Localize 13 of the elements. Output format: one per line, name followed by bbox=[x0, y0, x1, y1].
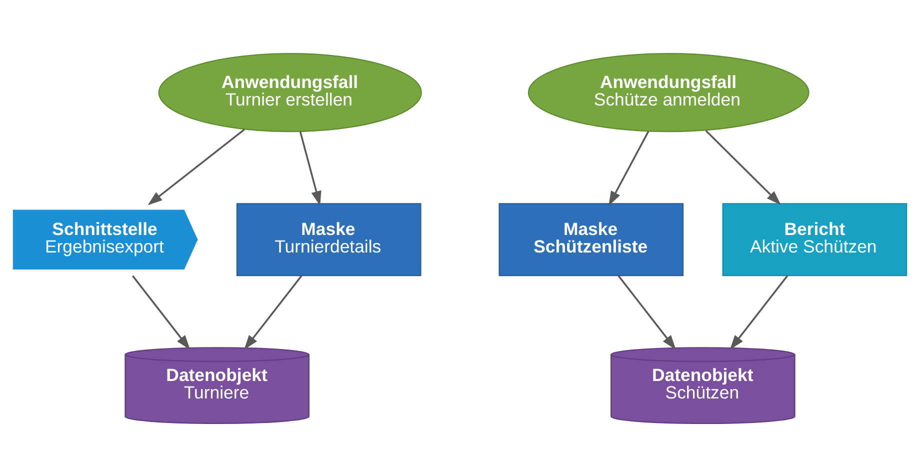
arrow bbox=[730, 274, 788, 350]
arrow bbox=[705, 129, 781, 205]
arrow bbox=[244, 274, 302, 350]
node-box: Bericht Aktive Schützen bbox=[722, 202, 908, 276]
arrow bbox=[299, 130, 322, 206]
node-ellipse: Anwendungsfall Turnier erstellen bbox=[158, 52, 422, 132]
node-box: Maske Schützenliste bbox=[498, 202, 684, 276]
node-box: Maske Turnierdetails bbox=[236, 202, 422, 276]
arrow bbox=[132, 274, 190, 350]
arrow bbox=[148, 128, 245, 205]
arrow bbox=[608, 130, 650, 206]
arrow bbox=[618, 274, 676, 350]
node-ellipse: Anwendungsfall Schütze anmelden bbox=[528, 52, 810, 132]
